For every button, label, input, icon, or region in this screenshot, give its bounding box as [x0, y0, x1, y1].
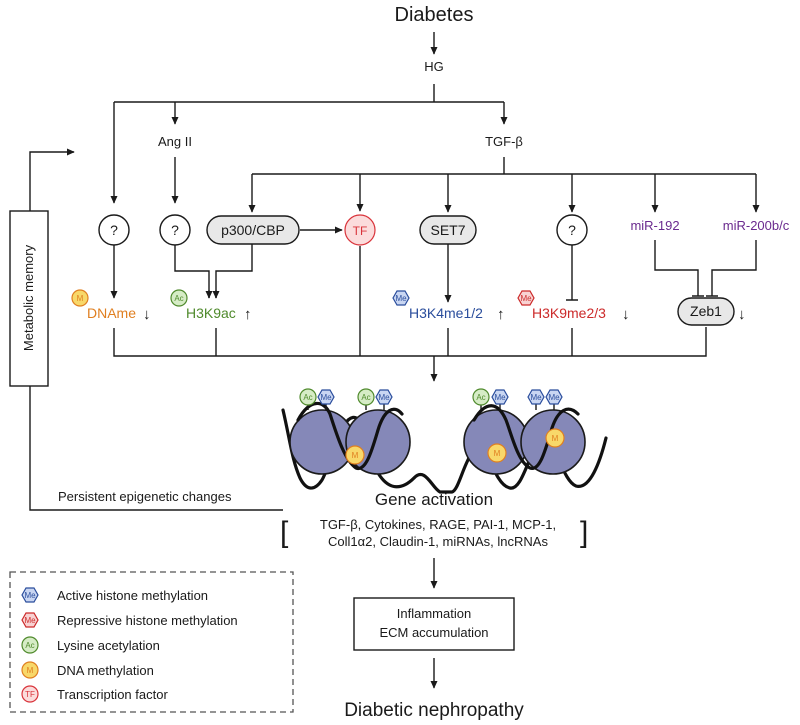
- h3k9me-down-arrow: ↓: [622, 306, 630, 323]
- dname-effect: DNAme: [87, 305, 136, 321]
- legend-item-dna-methylation: M DNA methylation: [21, 661, 154, 679]
- tgf-branch-line: [252, 157, 756, 175]
- chromatin-m-1-label: M: [352, 451, 359, 460]
- chromatin-me-badge-2: Me: [375, 389, 393, 405]
- legend-label-active-methylation: Active histone methylation: [57, 588, 208, 603]
- legend-label-repressive-methylation: Repressive histone methylation: [57, 613, 238, 628]
- badge-ac1-label: Ac: [174, 294, 183, 303]
- h3k4me-effect: H3K4me1/2: [409, 305, 483, 321]
- gene-activation-title: Gene activation: [375, 490, 493, 509]
- chromatin-ac-1-label: Ac: [303, 393, 312, 402]
- gene-list-line-1: TGF-β, Cytokines, RAGE, PAI-1, MCP-1,: [320, 517, 556, 532]
- chromatin-ac-badge-1: Ac: [299, 388, 317, 406]
- badge-dna-methylation-dname: M: [71, 289, 89, 307]
- chromatin-m-3-label: M: [552, 434, 559, 443]
- tf-label: TF: [353, 224, 368, 238]
- tf-node: TF: [344, 214, 376, 246]
- p300-cbp-node: p300/CBP: [206, 215, 300, 245]
- legend-item-lysine-acetylation: Ac Lysine acetylation: [21, 636, 160, 654]
- question-node-2: ?: [159, 214, 191, 246]
- legend-item-active-methylation: Me Active histone methylation: [21, 587, 208, 603]
- chromatin-me-2-label: Me: [378, 393, 390, 402]
- outcome-box: [353, 597, 515, 651]
- legend-item-transcription-factor: TF Transcription factor: [21, 685, 168, 703]
- chromatin-ac-2-label: Ac: [361, 393, 370, 402]
- question-node-3-label: ?: [568, 222, 576, 238]
- legend-me-repressive-badge-label: Me: [24, 616, 36, 625]
- badge-me-r1-label: Me: [520, 294, 532, 303]
- chromatin-ac-3-label: Ac: [476, 393, 485, 402]
- zeb1-label: Zeb1: [690, 303, 722, 319]
- mir-192-label: miR-192: [630, 218, 679, 233]
- metabolic-memory-box: [9, 210, 49, 387]
- chromatin-m-badge-2: M: [487, 443, 507, 463]
- zeb1-node: Zeb1: [677, 297, 735, 326]
- chromatin-me-badge-5: Me: [545, 389, 563, 405]
- inhibit-q3-h3k9me: [566, 245, 578, 301]
- badge-me-a1-label: Me: [395, 294, 407, 303]
- persistent-changes-label: Persistent epigenetic changes: [58, 489, 232, 504]
- q2-to-h3k9ac-line: [174, 245, 210, 298]
- chromatin-me-3-label: Me: [494, 393, 506, 402]
- chromatin-me-badge-3: Me: [491, 389, 509, 405]
- diabetic-nephropathy-title: Diabetic nephropathy: [344, 700, 524, 721]
- h3k9me-effect: H3K9me2/3: [532, 305, 606, 321]
- h3k9ac-effect: H3K9ac: [186, 305, 236, 321]
- legend-tf-badge-label: TF: [25, 690, 35, 699]
- badge-active-methylation-h3k4: Me: [392, 290, 410, 306]
- genes-bracket-left: [: [280, 516, 289, 549]
- chromatin-me-4-label: Me: [530, 393, 542, 402]
- gene-list-line-2: Coll1α2, Claudin-1, miRNAs, lncRNAs: [328, 534, 548, 549]
- legend-label-dna-methylation: DNA methylation: [57, 663, 154, 678]
- mir-200bc-label: miR-200b/c: [723, 218, 790, 233]
- chromatin-me-1-label: Me: [320, 393, 332, 402]
- dname-down-arrow: ↓: [143, 306, 151, 323]
- set7-label: SET7: [430, 222, 465, 238]
- chromatin-me-badge-1: Me: [317, 389, 335, 405]
- diabetes-title: Diabetes: [395, 4, 474, 26]
- legend-label-transcription-factor: Transcription factor: [57, 687, 168, 702]
- dna-wrap: [296, 401, 580, 470]
- chromatin-m-badge-1: M: [345, 445, 365, 465]
- h3k4me-up-arrow: ↑: [497, 306, 505, 323]
- convergence-line: [113, 246, 707, 357]
- genes-bracket-right: ]: [580, 516, 588, 549]
- outcome-line-2: ECM accumulation: [379, 625, 488, 640]
- legend-box: [9, 571, 294, 713]
- metabolic-memory-feedback-line: [29, 148, 283, 511]
- zeb1-down-arrow: ↓: [738, 306, 746, 323]
- outcome-line-1: Inflammation: [397, 606, 471, 621]
- legend-ac-badge-label: Ac: [25, 641, 34, 650]
- chromatin-me-5-label: Me: [548, 393, 560, 402]
- chromatin-ac-badge-2: Ac: [357, 388, 375, 406]
- inhibit-mir200-zeb1: [706, 240, 757, 297]
- hg-label: HG: [424, 59, 444, 74]
- chromatin-me-badge-4: Me: [527, 389, 545, 405]
- chromatin-m-badge-3: M: [545, 428, 565, 448]
- inhibit-mir192-zeb1: [654, 240, 704, 297]
- legend-m-badge-label: M: [27, 666, 34, 675]
- legend-me-active-badge-label: Me: [24, 591, 36, 600]
- ang-ii-label: Ang II: [158, 134, 192, 149]
- metabolic-memory-label: Metabolic memory: [21, 244, 36, 351]
- badge-repressive-methylation-h3k9me: Me: [517, 290, 535, 306]
- question-node-1-label: ?: [110, 222, 118, 238]
- question-node-2-label: ?: [171, 222, 179, 238]
- chromatin-ac-badge-3: Ac: [472, 388, 490, 406]
- p300-cbp-label: p300/CBP: [221, 222, 285, 238]
- chromatin-m-2-label: M: [494, 449, 501, 458]
- legend-item-repressive-methylation: Me Repressive histone methylation: [21, 612, 238, 628]
- chromatin-illustration: Ac Me Ac Me Ac Me Me Me: [281, 388, 608, 494]
- hg-branch-line: [114, 84, 504, 103]
- legend-label-lysine-acetylation: Lysine acetylation: [57, 638, 160, 653]
- set7-node: SET7: [419, 215, 477, 245]
- question-node-3: ?: [556, 214, 588, 246]
- h3k9ac-up-arrow: ↑: [244, 306, 252, 323]
- question-node-1: ?: [98, 214, 130, 246]
- badge-m1-label: M: [77, 294, 84, 303]
- p300-to-h3k9ac-line: [215, 244, 253, 298]
- badge-acetylation-h3k9ac: Ac: [170, 289, 188, 307]
- tgf-beta-label: TGF-β: [485, 134, 523, 149]
